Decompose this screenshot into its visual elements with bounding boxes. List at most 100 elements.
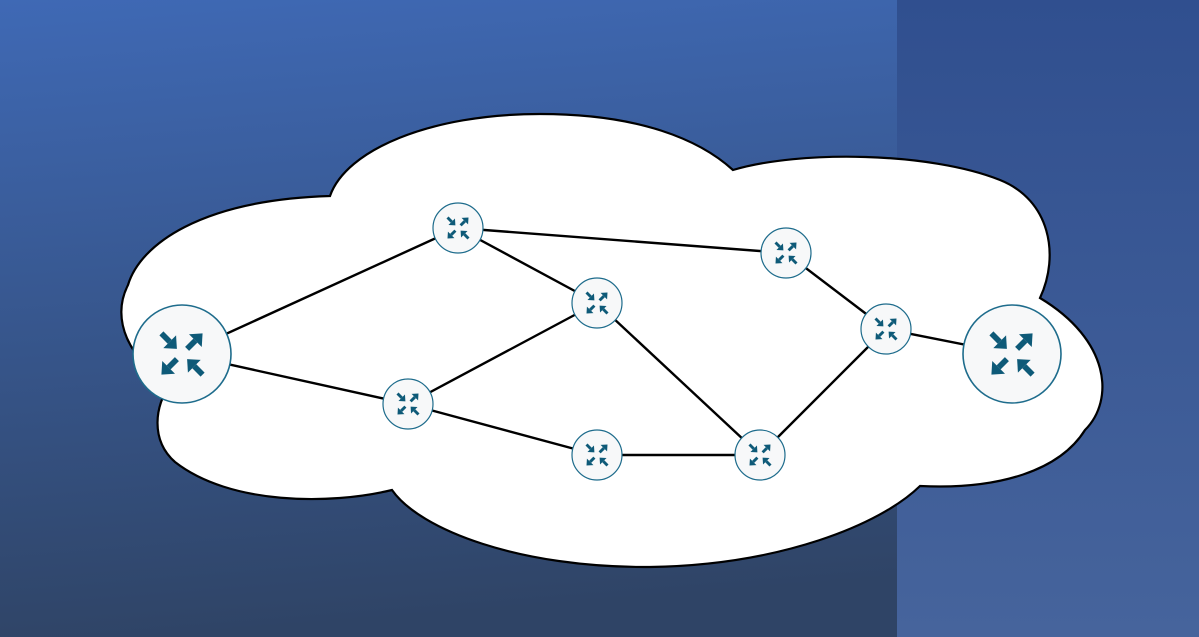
router-arrow-shaft [752,456,759,463]
router-icon [159,331,205,377]
router-arrow-head [763,444,771,452]
router-body [760,227,812,279]
router-arrow-head [788,255,796,263]
router-arrow-shaft [396,392,403,399]
links-layer [181,226,1013,457]
router-arrow-head [789,242,797,250]
core-router-core-6 [734,429,786,481]
router-arrow-head [587,293,595,301]
router-arrow-head [587,445,595,453]
router-arrow-head [775,256,783,264]
router-arrow-head [447,231,455,239]
edge-router-edge-left [132,304,232,404]
router-icon [774,241,798,265]
router-arrow-shaft [450,229,457,236]
router-arrow-shaft [589,304,596,311]
router-arrow-shaft [185,338,198,351]
router-arrow-head [776,243,784,251]
router-body [962,304,1062,404]
router-arrow-head [187,359,201,373]
core-router-core-1 [432,202,484,254]
router-arrow-shaft [400,405,407,412]
router-icon [446,216,470,240]
router-arrow-shaft [589,456,596,463]
router-arrow-shaft [761,447,768,454]
router-arrow-head [599,305,607,313]
router-arrow-shaft [874,317,881,324]
router-arrow-shaft [791,258,798,265]
router-arrow-head [750,445,758,453]
router-icon [585,291,609,315]
router-arrow-head [461,217,469,225]
router-arrow-head [163,335,177,349]
router-arrow-shaft [446,216,453,223]
link-core-6-core-7 [759,328,887,456]
router-body [734,429,786,481]
router-arrow-shaft [585,291,592,298]
router-body [571,277,623,329]
edge-router-edge-right [962,304,1062,404]
core-router-core-3 [760,227,812,279]
router-icon [874,317,898,341]
router-arrow-shaft [598,447,605,454]
router-arrow-shaft [891,334,898,341]
link-edge-left-core-1 [181,226,459,356]
link-core-4-core-5 [407,402,598,457]
router-arrow-shaft [887,321,894,328]
router-arrow-shaft [989,331,1002,344]
router-arrow-shaft [413,409,420,416]
router-body [571,429,623,481]
link-core-4-core-2 [407,301,598,406]
router-body [860,303,912,355]
router-icon [748,443,772,467]
router-arrow-head [586,458,594,466]
router-arrow-head [993,335,1007,349]
router-arrow-shaft [598,295,605,302]
router-arrow-head [876,319,884,327]
router-icon [585,443,609,467]
router-arrow-shaft [409,396,416,403]
router-icon [989,331,1035,377]
router-arrow-shaft [996,357,1009,370]
router-arrow-shaft [159,331,172,344]
router-body [432,202,484,254]
router-arrow-shaft [463,233,470,240]
router-arrow-shaft [602,308,609,315]
router-body [132,304,232,404]
router-arrow-shaft [585,443,592,450]
router-arrow-head [1018,333,1033,348]
router-arrow-head [410,406,418,414]
router-icon [396,392,420,416]
router-arrow-head [411,393,419,401]
routers-layer [132,202,1062,481]
router-arrow-head [889,318,897,326]
router-arrow-shaft [778,254,785,261]
core-router-core-4 [382,378,434,430]
router-arrow-head [600,292,608,300]
router-arrow-shaft [602,460,609,467]
router-arrow-head [1017,359,1031,373]
router-arrow-head [460,230,468,238]
router-arrow-head [161,360,176,375]
router-arrow-shaft [774,241,781,248]
router-arrow-shaft [765,460,772,467]
core-router-core-7 [860,303,912,355]
router-arrow-head [448,218,456,226]
router-body [382,378,434,430]
router-arrow-shaft [748,443,755,450]
router-arrow-shaft [166,357,179,370]
core-router-core-5 [571,429,623,481]
router-arrow-head [599,457,607,465]
router-arrow-head [398,394,406,402]
router-arrow-shaft [192,364,205,377]
router-arrow-shaft [1015,338,1028,351]
router-arrow-head [991,360,1006,375]
link-core-1-core-3 [457,226,787,255]
router-arrow-shaft [787,245,794,252]
router-arrow-head [749,458,757,466]
router-arrow-head [762,457,770,465]
router-arrow-shaft [1022,364,1035,377]
router-arrow-shaft [459,220,466,227]
network-cloud [120,112,1104,569]
